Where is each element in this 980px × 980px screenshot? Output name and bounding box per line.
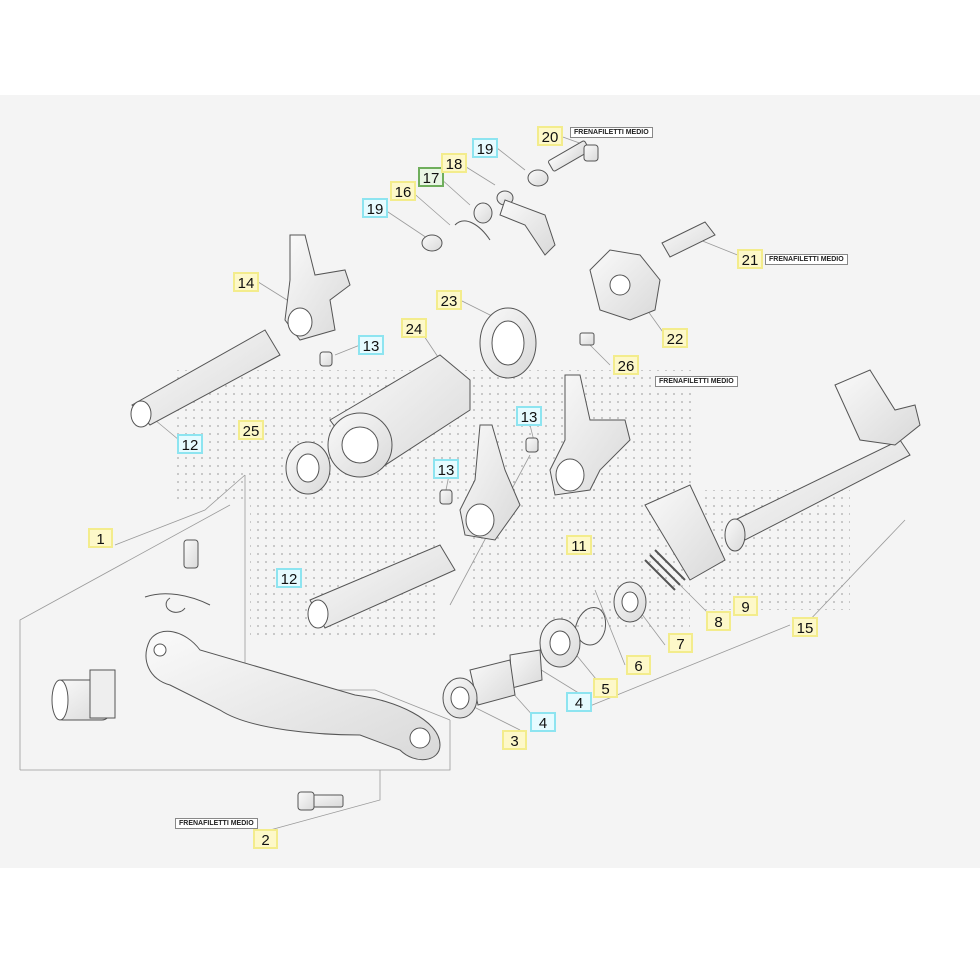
shift-shaft bbox=[644, 369, 921, 581]
shift-star-and-bolts bbox=[548, 140, 716, 346]
callout-14: 14 bbox=[233, 272, 259, 292]
shift-forks bbox=[284, 234, 631, 541]
callout-23: 23 bbox=[436, 290, 462, 310]
callout-4a: 4 bbox=[530, 712, 556, 732]
callout-24: 24 bbox=[401, 318, 427, 338]
callout-13c: 13 bbox=[433, 459, 459, 479]
callout-2: 2 bbox=[253, 829, 278, 849]
callout-19a: 19 bbox=[362, 198, 388, 218]
callout-15: 15 bbox=[792, 617, 818, 637]
threadlock-tag-20: FRENAFILETTI MEDIO bbox=[570, 127, 653, 138]
callout-12a: 12 bbox=[177, 434, 203, 454]
small-parts-3-to-9 bbox=[442, 549, 686, 719]
callout-8: 8 bbox=[706, 611, 731, 631]
threadlock-tag-26: FRENAFILETTI MEDIO bbox=[655, 376, 738, 387]
shift-pedal-assembly bbox=[51, 539, 441, 811]
detent-lever-parts bbox=[421, 169, 556, 256]
shift-drum bbox=[285, 307, 537, 495]
callout-3: 3 bbox=[502, 730, 527, 750]
callout-5: 5 bbox=[593, 678, 618, 698]
callout-17: 17 bbox=[418, 167, 444, 187]
callout-1: 1 bbox=[88, 528, 113, 548]
callout-20: 20 bbox=[537, 126, 563, 146]
callout-18: 18 bbox=[441, 153, 467, 173]
callout-9: 9 bbox=[733, 596, 758, 616]
callout-13a: 13 bbox=[358, 335, 384, 355]
callout-26: 26 bbox=[613, 355, 639, 375]
threadlock-tag-2: FRENAFILETTI MEDIO bbox=[175, 818, 258, 829]
callout-16: 16 bbox=[390, 181, 416, 201]
callout-6: 6 bbox=[626, 655, 651, 675]
callout-11: 11 bbox=[566, 535, 592, 555]
callout-7: 7 bbox=[668, 633, 693, 653]
callout-21: 21 bbox=[737, 249, 763, 269]
shift-fork-rods bbox=[130, 329, 456, 629]
callout-22: 22 bbox=[662, 328, 688, 348]
callout-19b: 19 bbox=[472, 138, 498, 158]
threadlock-tag-21: FRENAFILETTI MEDIO bbox=[765, 254, 848, 265]
callout-4b: 4 bbox=[566, 692, 592, 712]
callout-25: 25 bbox=[238, 420, 264, 440]
callout-12b: 12 bbox=[276, 568, 302, 588]
callout-13b: 13 bbox=[516, 406, 542, 426]
